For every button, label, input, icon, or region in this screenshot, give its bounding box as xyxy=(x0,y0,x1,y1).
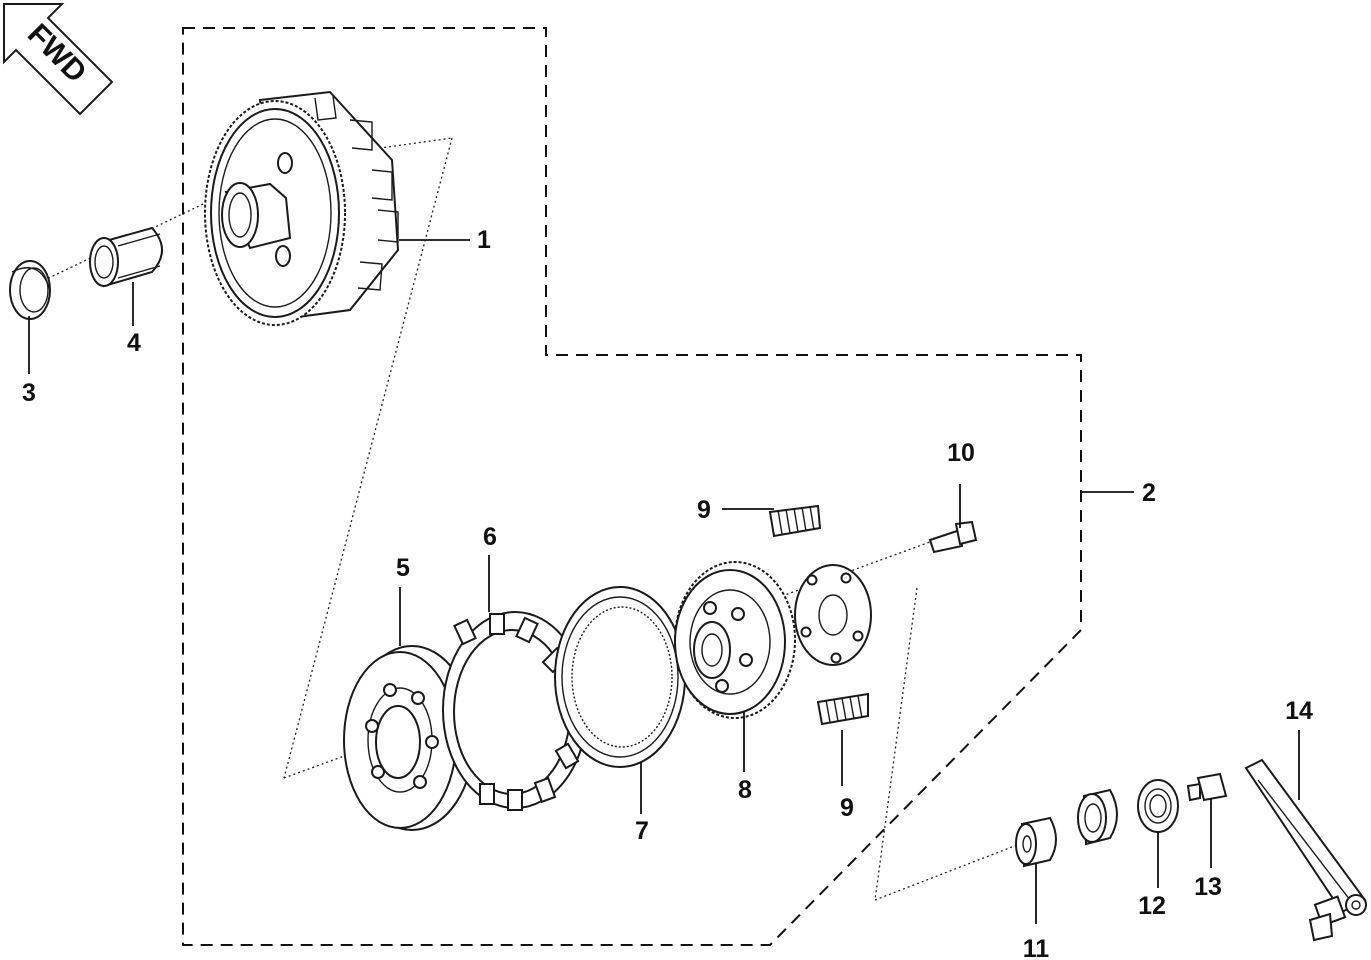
callout-7: 7 xyxy=(635,817,649,845)
part-12-ball-bearing xyxy=(1137,779,1179,833)
part-7-steel-plate xyxy=(554,586,686,768)
callout-8: 8 xyxy=(738,776,752,804)
lifter-plate xyxy=(794,564,872,666)
callout-12: 12 xyxy=(1138,892,1166,920)
part-1-clutch-housing xyxy=(204,90,400,326)
part-8-clutch-center xyxy=(674,561,796,719)
assembly-boundary xyxy=(182,27,1082,946)
part-13-push-piece xyxy=(1186,772,1228,802)
part-14-release-shaft xyxy=(1244,758,1367,942)
part-11-nut xyxy=(1015,816,1057,868)
part-10-bolt xyxy=(928,520,978,554)
callout-labels: 1 2 3 4 5 6 7 8 9 9 10 11 12 13 14 xyxy=(22,226,1313,960)
callout-11: 11 xyxy=(1023,935,1050,960)
callout-14: 14 xyxy=(1285,697,1313,725)
callout-9-upper: 9 xyxy=(697,496,711,524)
callout-9-lower: 9 xyxy=(840,794,854,822)
part-5-clutch-hub xyxy=(343,645,475,831)
callout-10: 10 xyxy=(947,439,975,467)
callout-1: 1 xyxy=(477,226,491,254)
bushing xyxy=(1077,788,1118,846)
fwd-arrow-badge: FWD xyxy=(3,3,114,116)
callout-5: 5 xyxy=(396,554,410,582)
part-4-needle-bearing xyxy=(89,226,163,288)
part-6-friction-disc xyxy=(442,611,588,811)
part-9-spring-upper xyxy=(768,504,822,538)
part-3-collar xyxy=(9,260,51,320)
callout-4: 4 xyxy=(127,329,141,357)
callout-13: 13 xyxy=(1194,873,1222,901)
leader-lines xyxy=(28,239,1300,924)
callout-3: 3 xyxy=(22,379,36,407)
callout-2: 2 xyxy=(1142,479,1156,507)
callout-6: 6 xyxy=(483,523,497,551)
part-9-spring-lower xyxy=(816,692,869,726)
